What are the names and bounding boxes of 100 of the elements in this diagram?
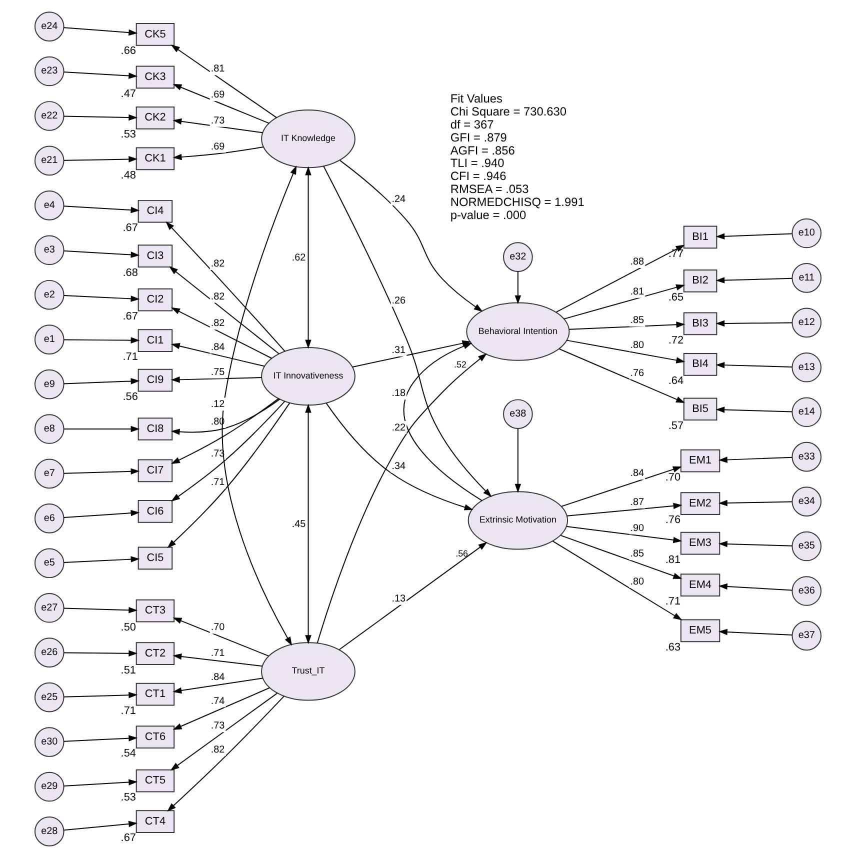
arrow (170, 44, 277, 118)
node-label: .71 (120, 705, 136, 718)
node-box: EM5 (680, 619, 720, 642)
node-circle: e3 (34, 235, 64, 266)
arrow (63, 735, 138, 742)
arrow (63, 606, 138, 614)
node-circle: e33 (792, 442, 822, 472)
edge-label: .80 (630, 340, 644, 352)
edge-label: .84 (630, 468, 644, 480)
label: TLI = .940 (450, 156, 504, 170)
node-circle: e12 (792, 308, 822, 338)
edge-label: .76 (630, 368, 644, 379)
arrow (170, 343, 265, 367)
edge-label: .90 (630, 522, 644, 534)
edge-label: .24 (392, 194, 406, 205)
arrow (718, 628, 793, 636)
node-box: EM3 (680, 532, 720, 555)
node-label: .64 (668, 375, 684, 388)
node-label: .50 (120, 622, 136, 634)
arrow (166, 221, 286, 352)
arrow (305, 166, 312, 349)
node-circle: e35 (792, 531, 822, 562)
edge-label: .82 (210, 291, 225, 302)
node-label: .81 (665, 554, 681, 566)
arrow (63, 250, 140, 258)
node-label: .67 (120, 832, 136, 844)
node-label: .70 (665, 471, 681, 484)
node-label: .65 (668, 292, 684, 304)
edge-label: .22 (392, 422, 406, 434)
label: p-value = .000 (450, 208, 526, 222)
node-circle: e34 (792, 486, 822, 516)
node-ellipse: IT Innovativeness (261, 347, 356, 406)
node-ellipse: Trust_IT (261, 642, 356, 701)
label: Chi Square = 730.630 (450, 104, 567, 119)
node-box: CI8 (138, 418, 173, 440)
node-box: CT2 (136, 642, 175, 666)
edge-label: .85 (630, 548, 644, 560)
arrow (560, 534, 682, 579)
arrow (326, 402, 474, 510)
label: RMSEA = .053 (450, 182, 529, 196)
edge-label: .71 (210, 648, 225, 660)
arrow (63, 426, 140, 432)
node-circle: e13 (792, 352, 822, 382)
node-label: .53 (120, 791, 136, 804)
node-box: CT1 (136, 682, 175, 706)
arrow (323, 166, 492, 498)
node-circle: e8 (34, 414, 64, 444)
node-circle: e28 (34, 816, 64, 846)
node-box: CI9 (138, 368, 173, 392)
arrow (340, 160, 483, 312)
node-label: .56 (456, 548, 468, 558)
node-circle: e26 (34, 638, 64, 668)
node-box: EM1 (680, 449, 720, 472)
arrow (63, 820, 138, 831)
arrow (63, 692, 138, 698)
node-label: .71 (122, 351, 138, 364)
arrow (716, 320, 792, 327)
arrow (172, 146, 264, 160)
node-circle: e21 (34, 146, 64, 176)
node-box: CK5 (136, 23, 175, 46)
edge-label: .84 (210, 672, 225, 683)
node-box: BI3 (683, 312, 718, 336)
node-label: .71 (665, 596, 681, 608)
node-circle: e24 (34, 12, 64, 42)
edge-label: .87 (630, 497, 644, 508)
arrow (558, 348, 686, 403)
edge-label: .69 (210, 90, 225, 101)
arrow (167, 696, 285, 812)
node-box: BI4 (683, 352, 718, 376)
arrow (305, 404, 312, 644)
label: Fit Values (450, 92, 502, 106)
arrow (716, 233, 792, 240)
edge-label: .80 (630, 576, 644, 588)
arrow (63, 27, 138, 36)
node-circle: e38 (503, 399, 533, 429)
edge-label: .82 (210, 318, 225, 330)
node-ellipse: IT Knowledge (261, 110, 356, 168)
arrow (63, 556, 140, 563)
node-label: .53 (120, 128, 136, 141)
label: CFI = .946 (450, 169, 506, 184)
edge-label: .31 (392, 344, 406, 356)
arrow (172, 653, 263, 667)
edge-label: .62 (292, 252, 306, 264)
edge-label: .71 (210, 477, 225, 488)
arrow (514, 428, 522, 493)
node-circle: e11 (792, 263, 822, 293)
edge-label: .18 (392, 388, 406, 400)
arrow (63, 510, 140, 518)
node-box: CK2 (136, 106, 175, 130)
node-circle: e5 (34, 548, 64, 578)
arrow (718, 456, 793, 463)
edge-label: .85 (630, 315, 644, 326)
edge-label: .75 (210, 366, 225, 378)
arrow (172, 84, 270, 124)
arrow (63, 650, 138, 656)
arrow (222, 165, 297, 646)
arrow (63, 468, 140, 475)
node-circle: e23 (34, 56, 64, 86)
node-box: EM4 (680, 574, 720, 596)
node-box: BI1 (683, 226, 718, 249)
